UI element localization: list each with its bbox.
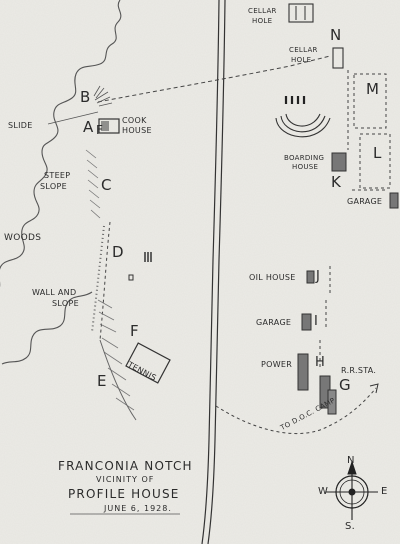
oil-house-label: OIL HOUSE [249,273,296,282]
woods-label: WOODS [4,233,42,243]
letter-a: A [83,118,94,136]
letter-h: H [315,355,326,370]
garage-2-building [301,313,312,331]
power-building [297,353,309,391]
compass-s-label: S. [345,521,356,532]
doc-camp-arrow [369,383,379,394]
map-date: JUNE 6, 1928. [104,504,172,513]
woods-edge-lower [1,291,93,365]
building-m-outline [353,73,387,129]
letter-g: G [339,376,351,394]
letter-n: N [330,26,342,44]
letter-b: B [80,88,91,106]
tennis-court [125,342,171,384]
slide-label: SLIDE [8,121,33,130]
cellar-hole-1-label-line2: HOLE [252,17,273,25]
woods-edge [0,0,122,288]
garage-1-building [389,192,399,209]
cellar-hole-2-building [332,47,344,69]
wall-and-slope-label-line2: SLOPE [52,299,79,308]
d-marks [144,252,152,262]
cook-house-label-line1: COOK [122,116,147,125]
steep-slope-label-line1: STEEP [44,171,71,180]
wall-dashed [99,221,111,341]
highway-line-left [201,0,220,544]
steep-slope-label-line2: SLOPE [40,182,67,191]
letter-c: C [101,176,112,194]
cook-house-shade [101,121,109,131]
stand-marks [284,96,306,104]
letter-e: E [97,372,107,390]
building-l-outline [359,133,391,189]
letter-f-tennis: F [130,322,139,340]
cellar-hole-1-label-line1: CELLAR [248,7,277,15]
doc-camp-road [215,387,377,435]
boarding-house-building [331,152,347,172]
letter-l: L [373,144,382,162]
slope-curve [99,339,137,421]
compass-e-label: E [381,486,388,497]
letter-i: I [314,314,319,329]
cellar-hole-2-label-line2: HOLE [291,56,312,64]
compass-rose [326,460,378,520]
small-building-d [128,274,134,281]
cook-house-label-line2: HOUSE [122,126,152,135]
highway-line-right [207,0,226,544]
cook-house-building [98,118,120,134]
boarding-house-label-line1: BOARDING [284,154,325,162]
map-title-line2: VICINITY OF [96,475,155,484]
wall-and-slope-label-line1: WALL AND [32,288,77,297]
compass-n-label: N [347,455,355,466]
compass-w-label: W [318,486,329,497]
map-title-line3: PROFILE HOUSE [68,487,180,501]
cellar-hole-1-building [288,3,314,23]
boarding-house-label-line2: HOUSE [292,163,319,171]
letter-m: M [366,80,380,98]
steep-slope-hatching [85,149,101,219]
garage-2-label: GARAGE [256,318,292,327]
cellar-hole-2-label-line1: CELLAR [289,46,318,54]
letter-d: D [112,243,124,261]
garage-1-label: GARAGE [347,197,383,206]
station-building-2 [327,389,337,415]
letter-k: K [331,173,342,191]
letter-f-cook: F [96,123,104,137]
rr-sta-label: R.R.STA. [341,366,377,375]
power-label: POWER [261,360,293,369]
map-title-line1: FRANCONIA NOTCH [58,459,193,473]
curved-stand [275,113,331,138]
oil-house-building [306,270,315,284]
letter-j: J [316,269,321,284]
slide-hatching [47,85,113,125]
trail-to-cellar-hole [97,55,331,103]
